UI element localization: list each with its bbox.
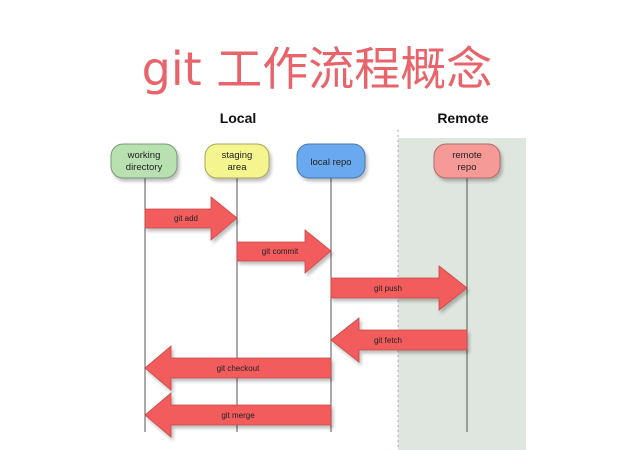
staging-area-node: staging area	[204, 143, 270, 179]
staging-area-label-line2: area	[227, 162, 247, 173]
git-merge-arrow: git merge	[144, 392, 332, 438]
staging-area-label-line1: staging	[222, 150, 253, 161]
local-repo-label: local repo	[310, 157, 351, 168]
git-checkout-label: git checkout	[217, 364, 260, 373]
working-directory-label-line1: working	[127, 150, 161, 161]
remote-section-label: Remote	[437, 110, 489, 126]
remote-repo-node: remote repo	[433, 143, 501, 179]
local-section-label: Local	[220, 110, 257, 126]
git-commit-label: git commit	[262, 247, 299, 256]
remote-repo-label-line2: repo	[457, 162, 476, 173]
git-fetch-label: git fetch	[374, 336, 402, 345]
git-checkout-arrow: git checkout	[144, 345, 332, 391]
git-push-arrow: git push	[330, 265, 468, 311]
git-fetch-arrow: git fetch	[330, 317, 468, 363]
working-directory-label-line2: directory	[126, 162, 163, 173]
git-add-label: git add	[174, 214, 198, 223]
local-repo-node: local repo	[296, 143, 366, 179]
git-push-label: git push	[374, 284, 402, 293]
working-directory-node: working directory	[110, 143, 178, 179]
git-merge-label: git merge	[221, 411, 255, 420]
page-title: git 工作流程概念	[142, 42, 493, 96]
git-commit-arrow: git commit	[236, 229, 332, 274]
remote-repo-label-line1: remote	[452, 150, 482, 161]
git-add-arrow: git add	[144, 196, 238, 241]
